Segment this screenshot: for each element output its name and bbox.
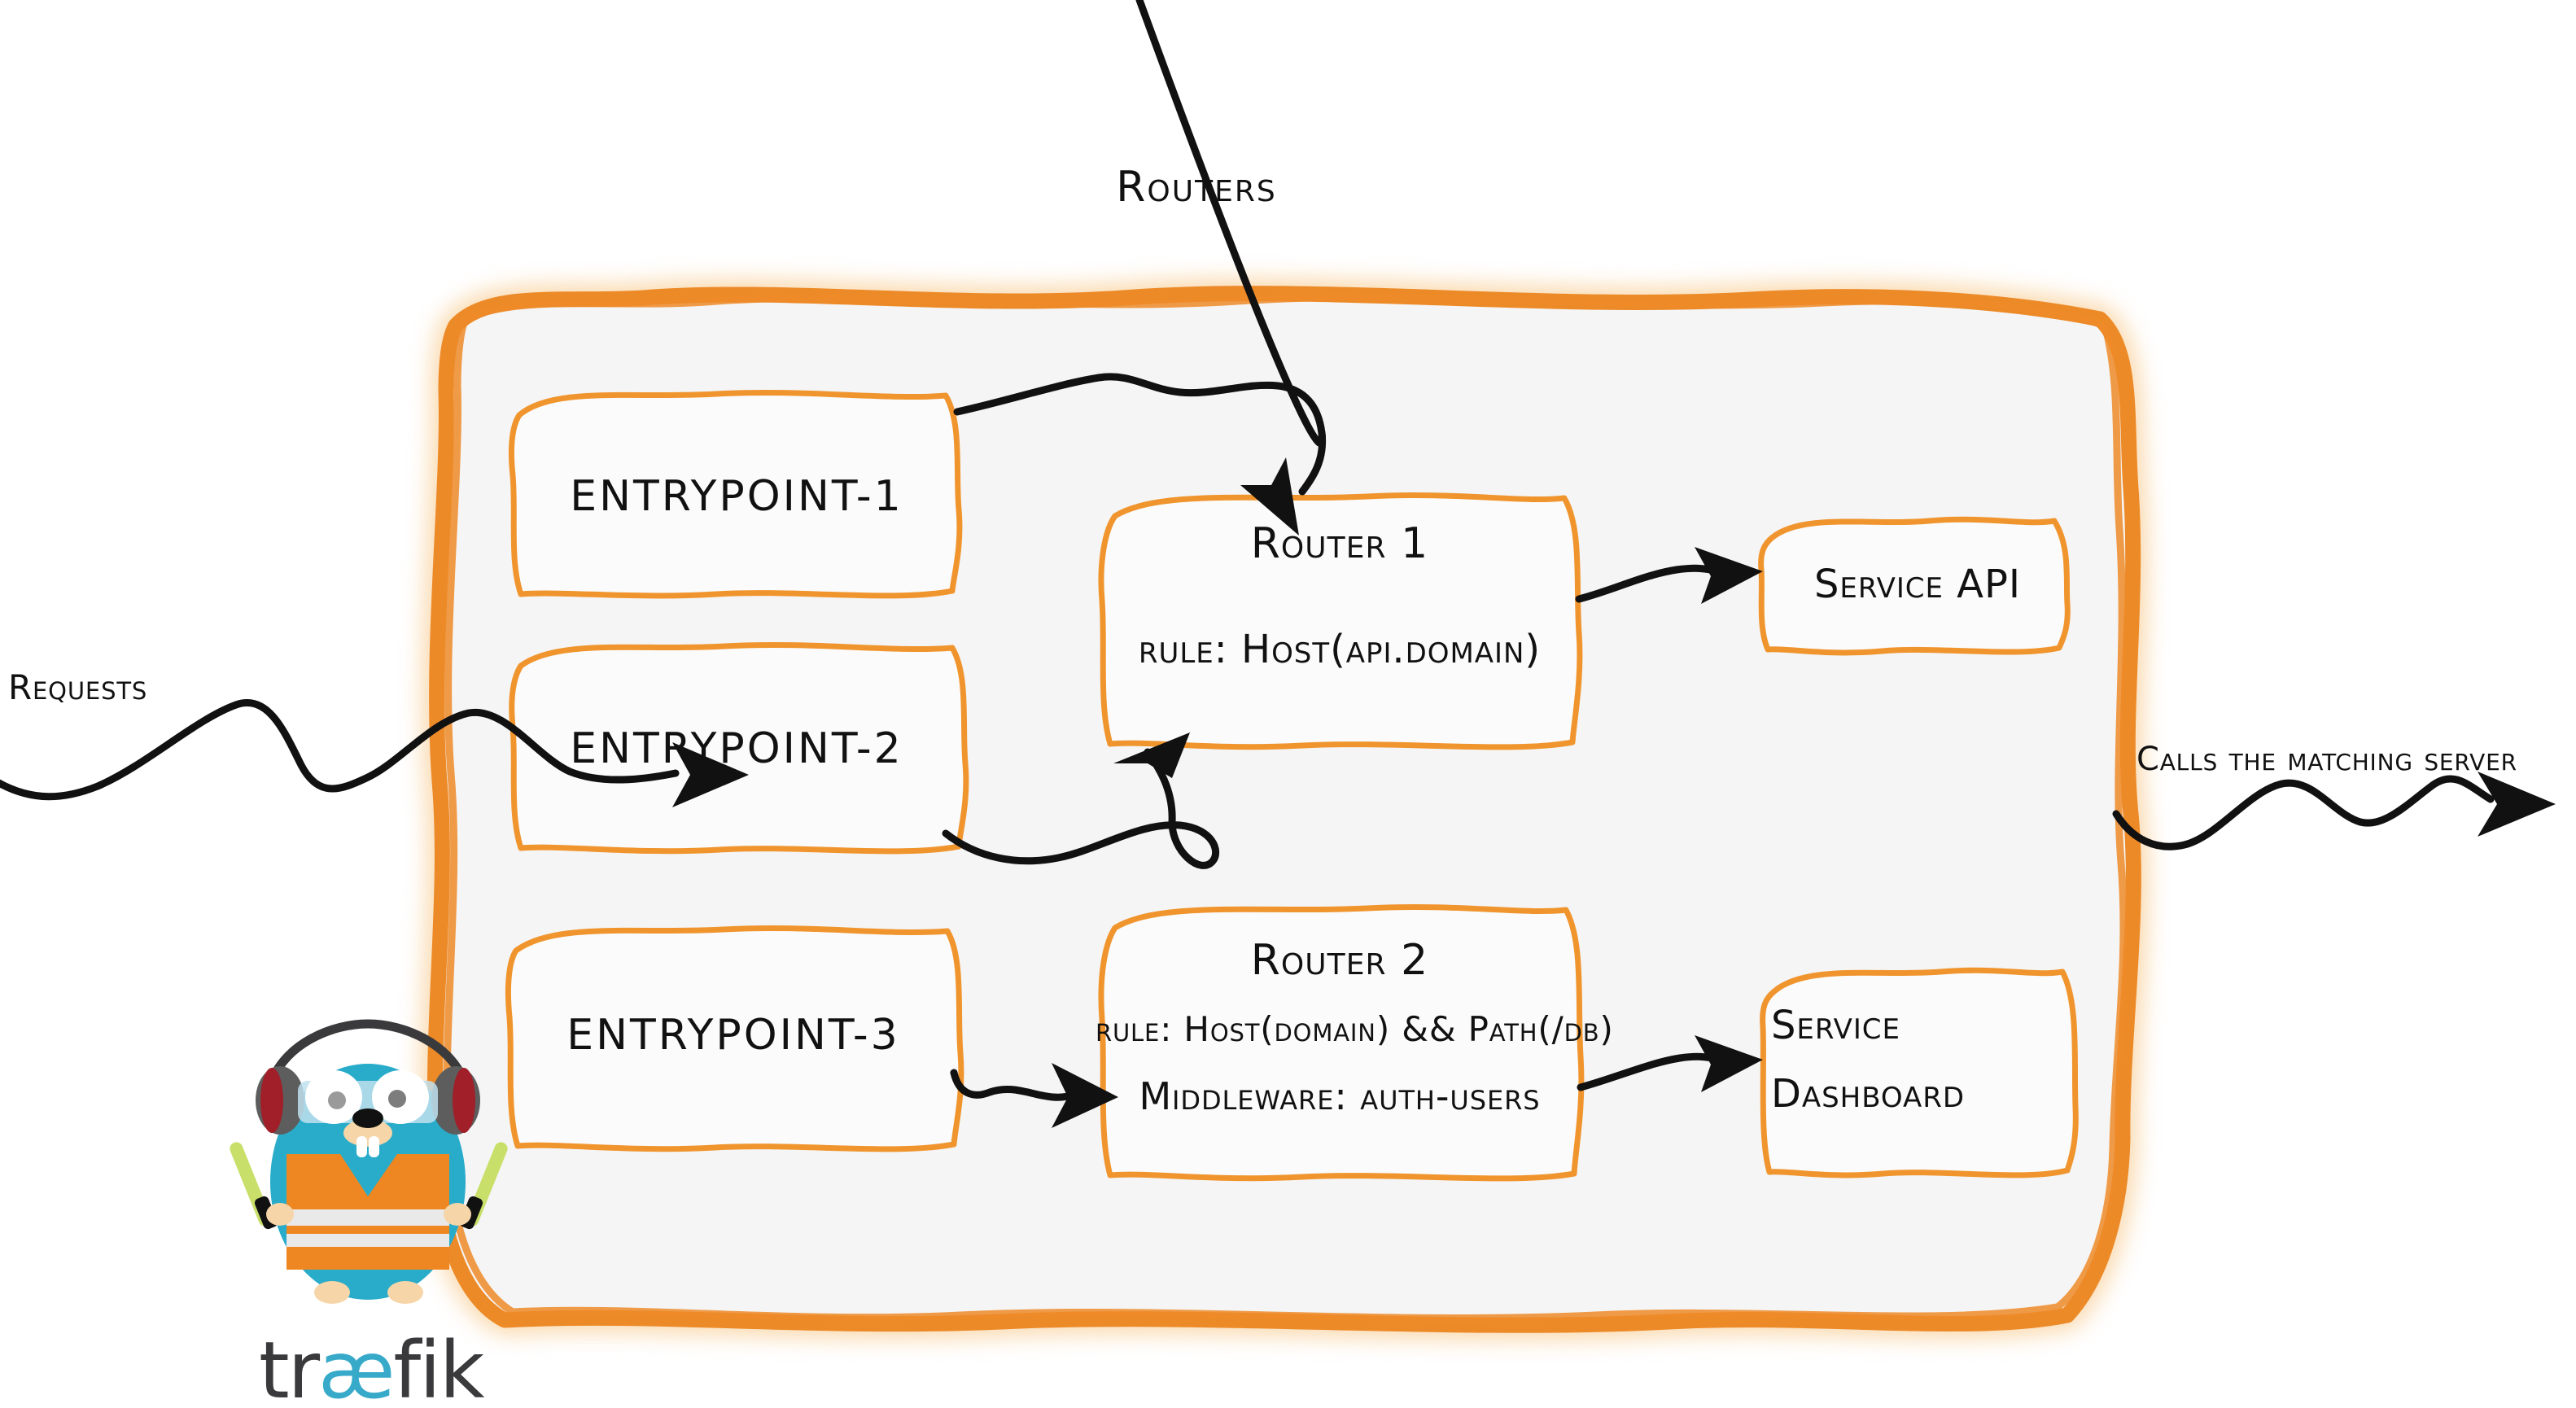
entrypoint-3-box[interactable] bbox=[505, 925, 964, 1152]
router-2-box[interactable] bbox=[1098, 903, 1585, 1182]
service-api-box[interactable] bbox=[1758, 516, 2071, 656]
gopher-marshalling-wands bbox=[230, 1142, 508, 1230]
entrypoint1-to-router1-arrow bbox=[953, 0, 1327, 536]
router1-to-service-api-arrow bbox=[1575, 547, 1763, 604]
requests-arrow bbox=[0, 699, 749, 807]
service-dashboard-box[interactable] bbox=[1760, 967, 2079, 1178]
entrypoint3-to-router2-arrow bbox=[950, 1063, 1118, 1128]
traefik-gopher-mascot bbox=[230, 1019, 508, 1304]
router2-to-service-dashboard-arrow bbox=[1577, 1035, 1763, 1092]
wordmark-ligature: æ bbox=[318, 1325, 395, 1408]
traefik-wordmark: træfik bbox=[259, 1325, 484, 1408]
entrypoint-2-box[interactable] bbox=[509, 641, 969, 855]
wordmark-part-1: tr bbox=[259, 1325, 320, 1408]
entrypoint-1-box[interactable] bbox=[508, 389, 963, 599]
gopher-headphones bbox=[256, 1066, 480, 1135]
entrypoint2-to-router1-arrow bbox=[942, 732, 1220, 869]
wordmark-part-2: fik bbox=[393, 1325, 484, 1408]
outgoing-server-arrow bbox=[2112, 772, 2556, 850]
router-1-box[interactable] bbox=[1098, 492, 1583, 750]
